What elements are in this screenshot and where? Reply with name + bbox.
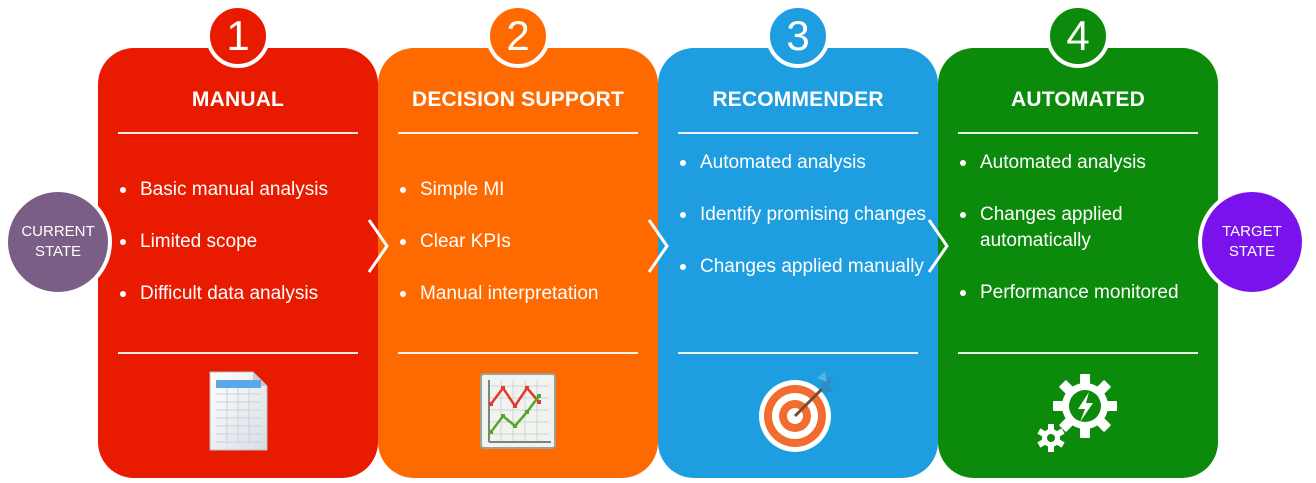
stage-decision-support: 2 DECISION SUPPORT Simple MI Clear KPIs … (378, 4, 658, 478)
divider (958, 132, 1198, 134)
bullet-item: Changes applied manually (680, 254, 926, 280)
bullet-item: Automated analysis (680, 150, 926, 176)
stage-number-badge: 4 (1046, 4, 1110, 68)
divider (958, 352, 1198, 354)
divider (398, 132, 638, 134)
bullet-item: Limited scope (120, 229, 366, 255)
target-state-badge: TARGET STATE (1198, 188, 1306, 296)
spreadsheet-icon (193, 366, 283, 456)
bullet-item: Clear KPIs (400, 229, 646, 255)
bullet-list: Simple MI Clear KPIs Manual interpretati… (400, 142, 646, 342)
stage-title: DECISION SUPPORT (411, 88, 625, 111)
stage-number-badge: 1 (206, 4, 270, 68)
gear-lightning-icon (1033, 366, 1123, 456)
stage-manual: 1 MANUAL Basic manual analysis Limited s… (98, 4, 378, 478)
bullet-item: Changes applied automatically (960, 202, 1206, 254)
line-chart-icon (473, 366, 563, 456)
bullet-list: Basic manual analysis Limited scope Diff… (120, 142, 366, 342)
target-icon (753, 366, 843, 456)
state-label: TARGET (1222, 223, 1282, 240)
stage-automated: 4 AUTOMATED Automated analysis Changes a… (938, 4, 1218, 478)
current-state-badge: CURRENT STATE (4, 188, 112, 296)
divider (118, 132, 358, 134)
divider (118, 352, 358, 354)
stage-recommender: 3 RECOMMENDER Automated analysis Identif… (658, 4, 938, 478)
chevron-right-icon (647, 219, 669, 273)
bullet-list: Automated analysis Identify promising ch… (680, 150, 926, 350)
bullet-item: Manual interpretation (400, 281, 646, 307)
bullet-item: Automated analysis (960, 150, 1206, 176)
divider (678, 132, 918, 134)
stage-title: AUTOMATED (1010, 88, 1145, 111)
state-label: STATE (34, 243, 82, 260)
stage-number-badge: 3 (766, 4, 830, 68)
stage-title: RECOMMENDER (712, 88, 884, 111)
stage-number-badge: 2 (486, 4, 550, 68)
divider (678, 352, 918, 354)
bullet-item: Basic manual analysis (120, 177, 366, 203)
stage-title: MANUAL (191, 88, 285, 111)
state-label: CURRENT (21, 223, 95, 240)
state-label: STATE (1228, 243, 1276, 260)
divider (398, 352, 638, 354)
chevron-right-icon (367, 219, 389, 273)
bullet-item: Difficult data analysis (120, 281, 366, 307)
bullet-item: Performance monitored (960, 280, 1206, 306)
bullet-list: Automated analysis Changes applied autom… (960, 150, 1206, 350)
bullet-item: Identify promising changes (680, 202, 926, 228)
bullet-item: Simple MI (400, 177, 646, 203)
chevron-right-icon (927, 219, 949, 273)
